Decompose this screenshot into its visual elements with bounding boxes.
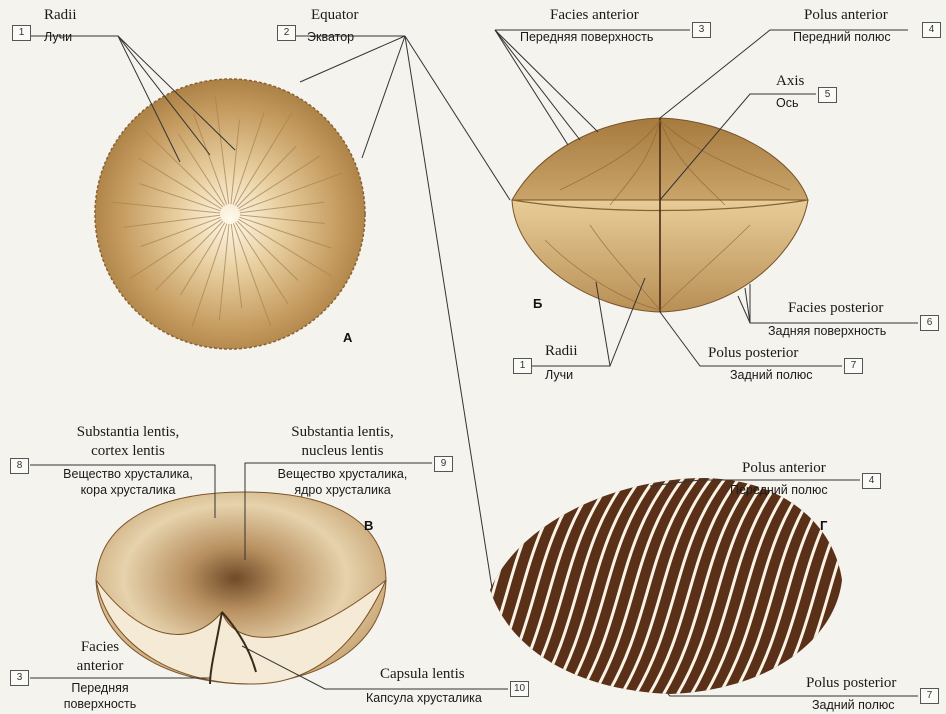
figure-letter-b: Б — [533, 296, 542, 311]
label-nucleus-latin-2: nucleus lentis — [255, 444, 430, 459]
label-polus-anterior-g-russian: Передний полюс — [730, 484, 828, 497]
label-facies-anterior-latin: Facies anterior — [550, 8, 639, 23]
label-polus-anterior-g-latin: Polus anterior — [742, 461, 826, 476]
lens-fiber-view — [422, 470, 914, 700]
label-facies-posterior-latin: Facies posterior — [788, 301, 883, 316]
label-polus-posterior-russian: Задний полюс — [730, 369, 813, 382]
label-facies-anterior-v-latin-1: Facies — [40, 640, 160, 655]
label-number: 1 — [513, 358, 532, 374]
label-axis-russian: Ось — [776, 97, 799, 110]
label-number: 1 — [12, 25, 31, 41]
label-radii-b-russian: Лучи — [545, 369, 573, 382]
label-capsula-russian: Капсула хрусталика — [366, 692, 482, 705]
label-cortex-latin-1: Substantia lentis, — [38, 425, 218, 440]
label-nucleus-latin-1: Substantia lentis, — [255, 425, 430, 440]
label-polus-posterior-latin: Polus posterior — [708, 346, 798, 361]
label-radii-latin: Radii — [44, 8, 77, 23]
label-number: 3 — [10, 670, 29, 686]
label-cortex-russian-2: кора хрусталика — [38, 484, 218, 497]
label-number: 5 — [818, 87, 837, 103]
label-axis-latin: Axis — [776, 74, 804, 89]
label-equator-latin: Equator — [311, 8, 358, 23]
label-nucleus-russian-1: Вещество хрусталика, — [255, 468, 430, 481]
label-polus-posterior-g-latin: Polus posterior — [806, 676, 896, 691]
label-number: 2 — [277, 25, 296, 41]
label-polus-posterior-g-russian: Задний полюс — [812, 699, 895, 712]
label-number: 10 — [510, 681, 529, 697]
label-facies-anterior-russian: Передняя поверхность — [520, 31, 653, 44]
label-facies-anterior-v-russian-2: поверхность — [40, 698, 160, 711]
label-facies-anterior-v-latin-2: anterior — [40, 659, 160, 674]
label-facies-posterior-russian: Задняя поверхность — [768, 325, 886, 338]
label-number: 7 — [920, 688, 939, 704]
label-number: 4 — [922, 22, 941, 38]
label-cortex-russian-1: Вещество хрусталика, — [38, 468, 218, 481]
figure-letter-g: Г — [820, 518, 827, 533]
label-number: 7 — [844, 358, 863, 374]
lens-front-view — [95, 79, 365, 349]
label-number: 9 — [434, 456, 453, 472]
label-cortex-latin-2: cortex lentis — [38, 444, 218, 459]
lens-side-view — [512, 118, 808, 312]
label-capsula-latin: Capsula lentis — [380, 667, 465, 682]
label-radii-b-latin: Radii — [545, 344, 578, 359]
label-radii-russian: Лучи — [44, 31, 72, 44]
label-nucleus-russian-2: ядро хрусталика — [255, 484, 430, 497]
figure-letter-v: В — [364, 518, 373, 533]
label-number: 4 — [862, 473, 881, 489]
label-facies-anterior-v-russian-1: Передняя — [40, 682, 160, 695]
lens-section-view — [96, 492, 386, 684]
label-polus-anterior-latin: Polus anterior — [804, 8, 888, 23]
label-number: 8 — [10, 458, 29, 474]
figure-letter-a: А — [343, 330, 352, 345]
label-equator-russian: Экватор — [307, 31, 354, 44]
label-number: 3 — [692, 22, 711, 38]
label-polus-anterior-russian: Передний полюс — [793, 31, 891, 44]
label-number: 6 — [920, 315, 939, 331]
